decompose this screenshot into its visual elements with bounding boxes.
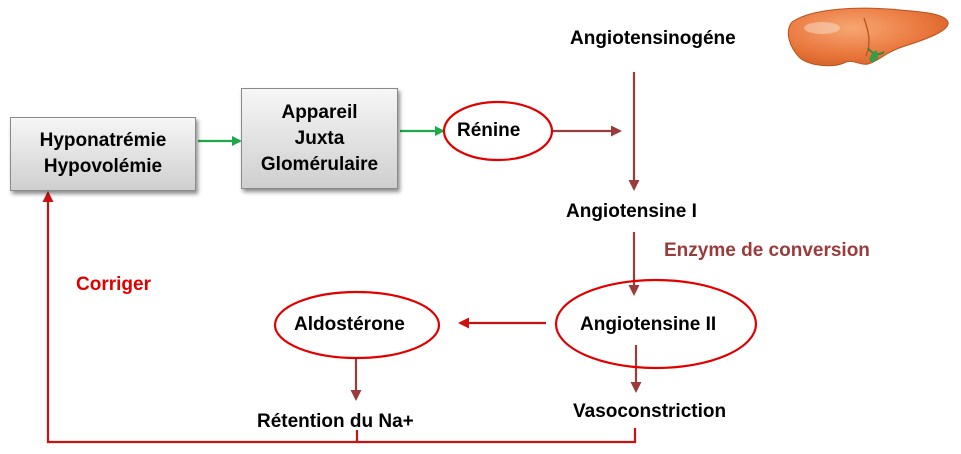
appareil-box: Appareil Juxta Glomérulaire bbox=[241, 88, 398, 189]
appareil-label-3: Glomérulaire bbox=[260, 153, 379, 175]
enzyme-label: Enzyme de conversion bbox=[664, 240, 870, 261]
hyponatremie-box: Hyponatrémie Hypovolémie bbox=[10, 117, 196, 191]
angiotensine1-label: Angiotensine I bbox=[566, 201, 697, 222]
renine-ellipse bbox=[442, 100, 554, 162]
appareil-label-1: Appareil bbox=[281, 101, 358, 123]
angiotensinogene-label: Angiotensinogéne bbox=[570, 28, 736, 49]
appareil-label-2: Juxta bbox=[294, 127, 345, 149]
renine-label: Rénine bbox=[457, 120, 521, 141]
aldosterone-ellipse bbox=[273, 290, 441, 360]
corriger-label: Corriger bbox=[76, 274, 151, 295]
hypovolemie-label: Hypovolémie bbox=[43, 156, 163, 177]
hyponatremie-label: Hyponatrémie bbox=[39, 130, 167, 151]
liver-icon bbox=[787, 7, 949, 67]
angiotensine2-label: Angiotensine II bbox=[580, 314, 717, 335]
angiotensine2-ellipse bbox=[554, 278, 758, 370]
retention-label: Rétention du Na+ bbox=[257, 411, 414, 432]
aldosterone-label: Aldostérone bbox=[294, 314, 405, 335]
vasoconstriction-label: Vasoconstriction bbox=[573, 401, 727, 422]
feedback-line bbox=[42, 191, 637, 444]
